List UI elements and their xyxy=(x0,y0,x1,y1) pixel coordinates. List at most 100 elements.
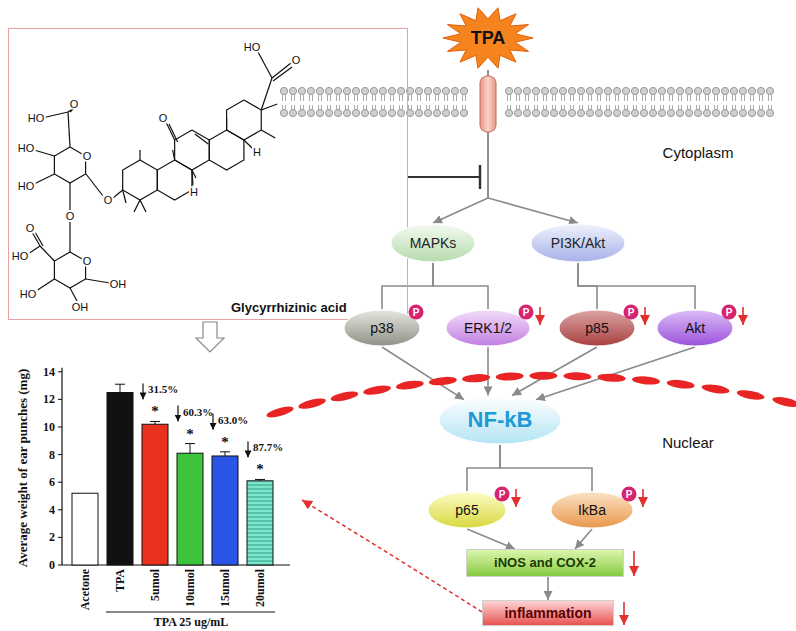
lipid-head xyxy=(712,109,719,116)
lipid-head xyxy=(676,87,683,94)
region-label: Nuclear xyxy=(662,435,714,450)
lipid-tail xyxy=(537,105,538,110)
lipid-head xyxy=(397,109,404,116)
tick-mark xyxy=(58,482,62,483)
lipid-tail xyxy=(291,105,292,110)
lipid-tail xyxy=(654,105,655,110)
lipid-head xyxy=(433,87,440,94)
lipid-tail xyxy=(429,95,430,102)
lipid-tail xyxy=(597,95,598,102)
ring xyxy=(209,130,244,170)
lipid-tail xyxy=(429,105,430,110)
bond xyxy=(34,174,54,184)
lipid-tail xyxy=(552,95,553,102)
lipid-tail xyxy=(327,105,328,110)
lipid-tail xyxy=(444,105,445,110)
lipid-head xyxy=(613,109,620,116)
lipid-tail xyxy=(528,105,529,110)
lipid-tail xyxy=(534,95,535,102)
lipid-tail xyxy=(624,95,625,102)
pathway-connector xyxy=(382,347,464,400)
ellipse-shape xyxy=(551,492,633,528)
phospho-mark: P xyxy=(409,305,424,320)
lipid-head xyxy=(424,109,431,116)
lipid-tail xyxy=(609,95,610,102)
lipid-tail xyxy=(321,95,322,102)
lipid-head xyxy=(334,109,341,116)
ellipse-shape xyxy=(446,310,530,346)
lipid-tail xyxy=(402,105,403,110)
bar xyxy=(72,493,98,565)
bond xyxy=(28,246,40,254)
lipid-head xyxy=(289,87,296,94)
tick-mark xyxy=(58,371,62,372)
lipid-tail xyxy=(312,95,313,102)
lipid-head xyxy=(766,109,773,116)
lipid-head xyxy=(415,87,422,94)
bond xyxy=(86,279,110,283)
lipid-head xyxy=(460,109,467,116)
lipid-tail xyxy=(507,95,508,102)
lipid-head xyxy=(694,87,701,94)
nuclear-pore-segment xyxy=(736,388,765,401)
lipid-tail xyxy=(723,95,724,102)
lipid-tail xyxy=(330,95,331,102)
lipid-tail xyxy=(327,95,328,102)
lipid-tail xyxy=(645,95,646,102)
lipid-tail xyxy=(411,105,412,110)
lipid-tail xyxy=(420,95,421,102)
bond xyxy=(169,124,178,142)
lipid-head xyxy=(352,109,359,116)
lipid-tail xyxy=(732,105,733,110)
lipid-tail xyxy=(753,95,754,102)
group-label: TPA 25 ug/mL xyxy=(154,616,228,628)
node-label: Akt xyxy=(685,320,705,336)
bond xyxy=(69,183,70,210)
ellipse-shape xyxy=(531,224,625,262)
lipid-head xyxy=(730,109,737,116)
bond xyxy=(273,67,292,81)
lipid-tail xyxy=(447,105,448,110)
lipid-tail xyxy=(525,95,526,102)
lipid-tail xyxy=(564,105,565,110)
atom-label: HO xyxy=(17,143,36,154)
bar-label: 15umol xyxy=(219,569,231,607)
bond xyxy=(226,118,227,130)
lipid-tail xyxy=(510,105,511,110)
nuclear-pore-segment xyxy=(363,384,392,397)
lipid-tail xyxy=(570,105,571,110)
lipid-tail xyxy=(615,105,616,110)
lipid-head xyxy=(631,87,638,94)
lipid-tail xyxy=(663,95,664,102)
lipid-head xyxy=(622,87,629,94)
lipid-head xyxy=(460,87,467,94)
lipid-tail xyxy=(771,95,772,102)
lipid-tail xyxy=(330,105,331,110)
lipid-head xyxy=(442,109,449,116)
ring xyxy=(175,130,210,170)
lipid-tail xyxy=(561,105,562,110)
lipid-tail xyxy=(294,95,295,102)
lipid-tail xyxy=(381,95,382,102)
bar-label: TPA xyxy=(114,569,126,592)
lipid-tail xyxy=(372,105,373,110)
nuclear-pore-segment xyxy=(771,395,796,409)
lipid-tail xyxy=(618,105,619,110)
lipid-tail xyxy=(408,95,409,102)
lipid-tail xyxy=(555,95,556,102)
lipid-tail xyxy=(618,95,619,102)
tick-mark xyxy=(58,537,62,538)
lipid-head xyxy=(280,87,287,94)
lipid-head xyxy=(586,87,593,94)
lipid-head xyxy=(514,87,521,94)
decrease-arrow xyxy=(177,406,178,422)
lipid-tail xyxy=(741,95,742,102)
lipid-tail xyxy=(573,105,574,110)
lipid-tail xyxy=(348,95,349,102)
lipid-head xyxy=(361,109,368,116)
lipid-tail xyxy=(627,105,628,110)
lipid-tail xyxy=(690,95,691,102)
lipid-tail xyxy=(759,105,760,110)
lipid-tail xyxy=(357,105,358,110)
lipid-tail xyxy=(696,105,697,110)
